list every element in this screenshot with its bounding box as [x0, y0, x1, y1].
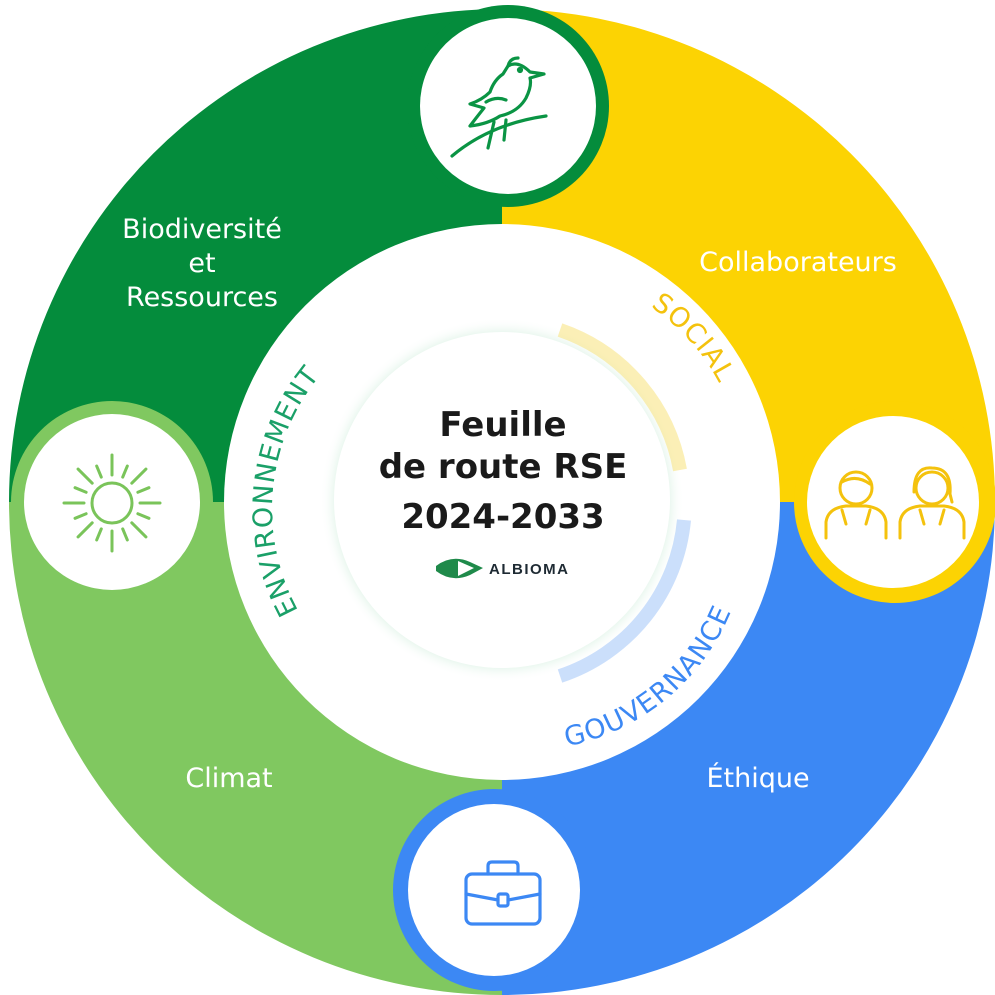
badge-climate — [11, 401, 213, 603]
sun-ray — [136, 512, 151, 520]
briefcase-icon — [464, 860, 542, 926]
sun-ray — [95, 464, 103, 479]
people-icon — [824, 466, 966, 540]
sun-ray — [130, 521, 148, 539]
badge-ethics — [393, 789, 595, 991]
albioma-logo-arrow — [458, 561, 474, 576]
albioma-logo-text: ALBIOMA — [489, 561, 570, 578]
label-biodiversity-line-2: et — [188, 248, 215, 279]
sun-ray — [121, 527, 129, 542]
badge-biodiversity — [407, 5, 609, 207]
sun-ray — [130, 467, 148, 485]
label-climate: Climat — [185, 763, 272, 794]
albioma-logo: ALBIOMA — [436, 558, 570, 579]
label-biodiversity-line-3: Ressources — [126, 282, 278, 313]
center-glow-blue — [557, 519, 691, 683]
center-title-line-1: Feuille — [439, 405, 566, 445]
sun-ray — [73, 512, 88, 520]
segment-climate — [9, 502, 502, 995]
sun-ray — [76, 467, 94, 485]
label-ethics: Éthique — [706, 762, 809, 794]
center-glow-yellow — [557, 323, 687, 472]
sun-ray — [136, 486, 151, 494]
label-collaborators: Collaborateurs — [699, 247, 897, 278]
badge-collaborators — [794, 401, 995, 603]
bird-icon — [450, 56, 548, 158]
sun-ray — [76, 521, 94, 539]
segment-biodiversity — [9, 9, 502, 502]
sun-ray — [121, 464, 129, 479]
center-circle — [334, 332, 670, 668]
segment-collaborators — [502, 9, 995, 502]
sun-ray — [95, 527, 103, 542]
label-biodiversity-line-1: Biodiversité — [122, 214, 282, 245]
segment-ethics — [502, 502, 995, 995]
center-title-line-2: de route RSE — [379, 447, 628, 487]
center-title-line-3: 2024-2033 — [401, 497, 604, 537]
sun-ray — [73, 486, 88, 494]
sun-icon — [62, 453, 162, 553]
